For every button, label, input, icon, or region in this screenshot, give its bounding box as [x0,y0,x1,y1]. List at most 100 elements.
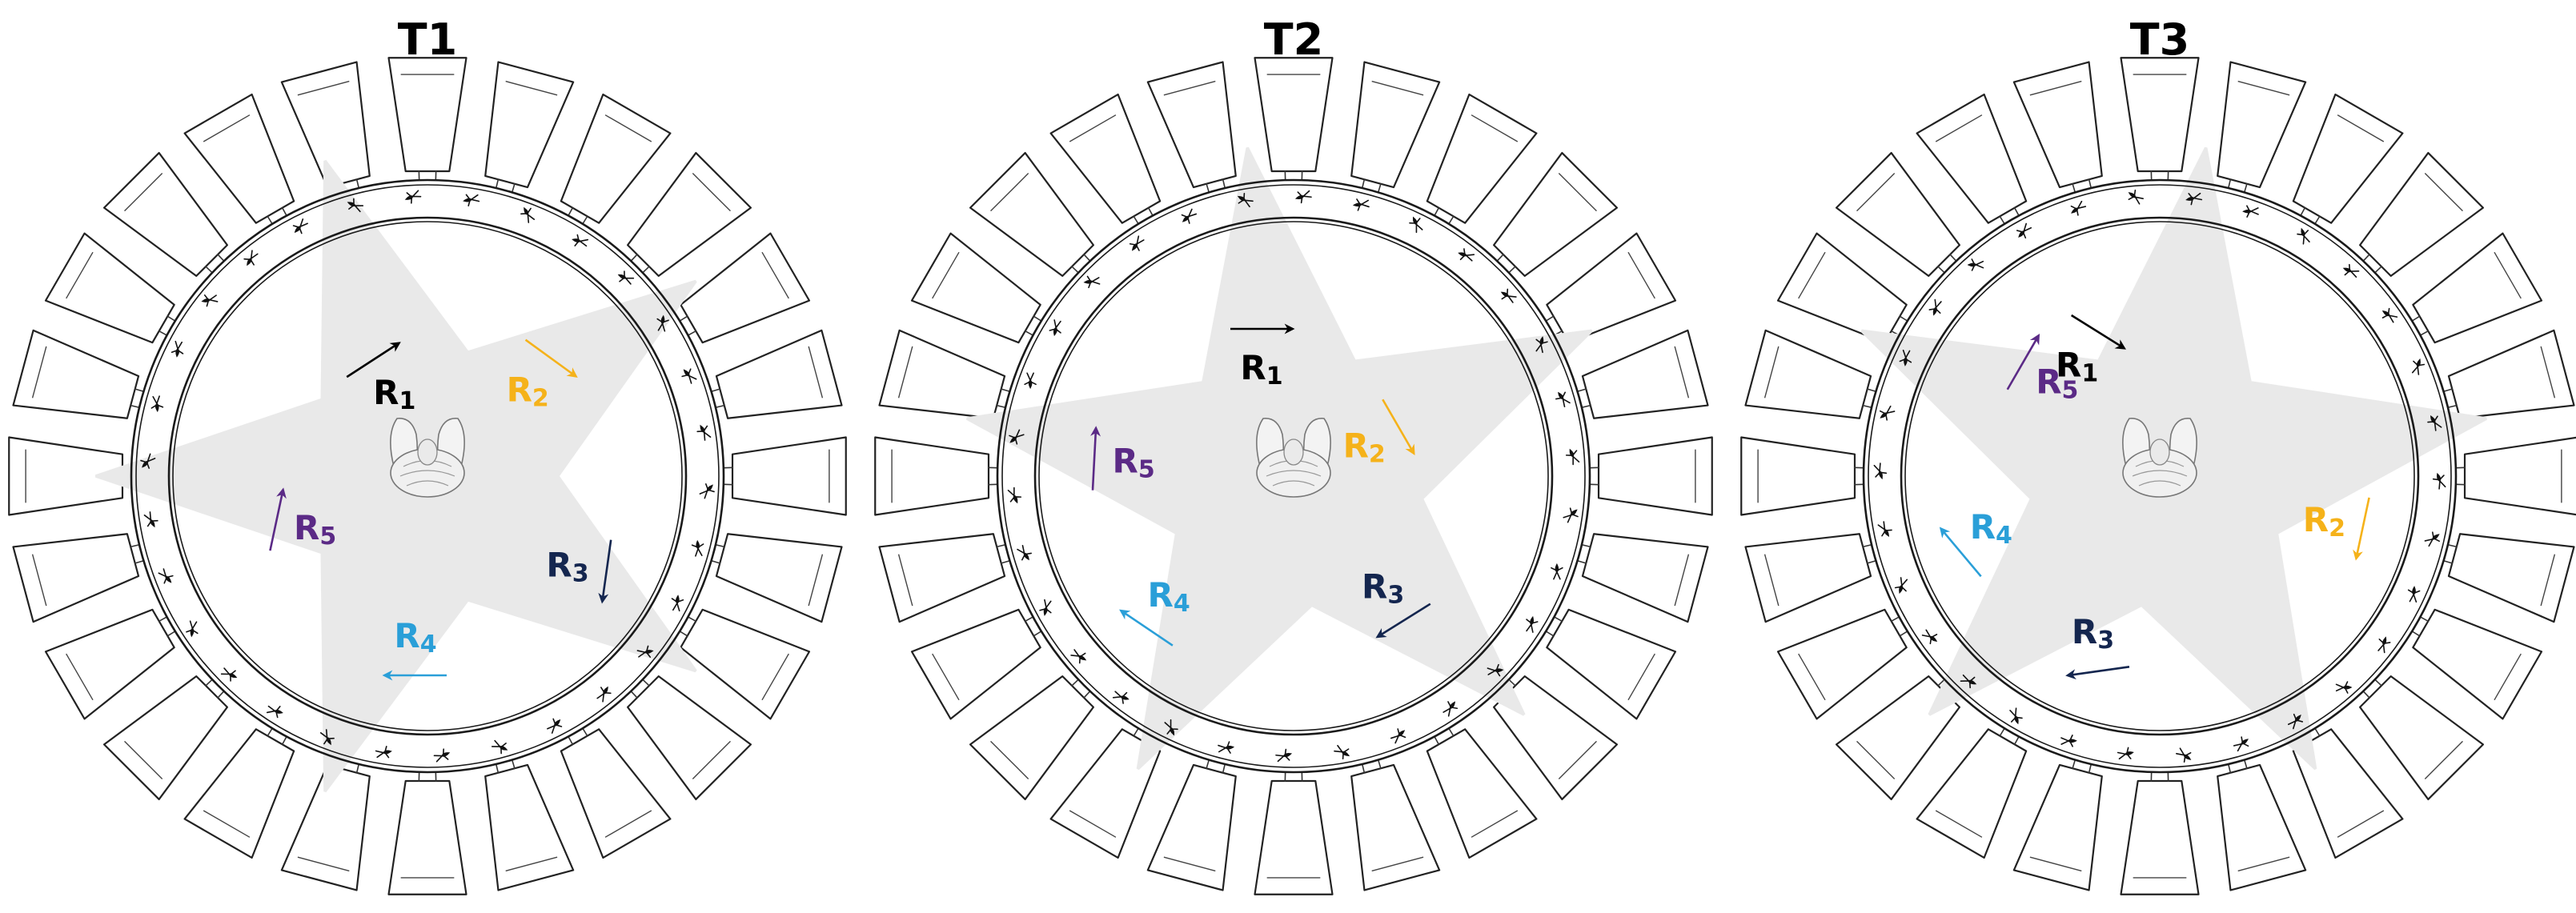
doorway [2088,178,2092,189]
zone-subscript: 3 [2097,627,2114,655]
chamber [1835,151,1960,277]
corridor-ring [996,178,1591,774]
chamber [1254,57,1334,173]
doorway [679,315,688,322]
central-object-icon [2122,418,2197,498]
doorway [1206,759,1210,770]
ring-circle [1033,216,1554,736]
doorway [130,543,140,548]
animal-icon [1551,563,1563,580]
chamber-facet [990,173,1029,212]
animal-icon [2128,189,2144,205]
doorway [715,404,725,409]
chamber-facet [124,740,163,779]
animal-icon [696,424,712,441]
animal-icon [150,395,164,413]
doorway [711,559,721,564]
zone-label: R4 [394,616,436,659]
chamber-facet [1856,173,1896,212]
chamber-facet [1627,653,1655,701]
chamber [680,608,811,720]
doorway [1554,616,1563,623]
doorway [495,763,500,774]
doorway [1361,178,1366,189]
animal-icon [2335,681,2353,694]
doorway [2227,178,2232,189]
animal-icon [1877,521,1892,538]
chamber-facet [203,114,251,142]
animal-icon [1458,248,1475,262]
doorway [134,388,144,393]
doorway [2374,265,2383,274]
zone-4: R4 [1939,507,2012,578]
zone-label: R5 [2036,362,2078,405]
animal-icon [1873,463,1888,480]
animal-icon [1500,288,1517,303]
ring-circle [1862,178,2458,774]
doorway [355,178,360,189]
chamber-facet [1371,856,1424,872]
animal-icon [596,686,612,703]
doorway [1448,215,1455,225]
ring-circle [996,178,1591,774]
doorway [1936,679,1945,687]
doorway [2447,543,2458,548]
doorway [1866,559,1876,564]
animal-icon [201,294,219,307]
chamber [44,232,175,344]
doorway [1377,759,1382,770]
doorway [1936,265,1945,274]
chamber-facet [808,554,824,607]
animal-icon [2016,222,2032,239]
doorway [281,736,287,746]
chamber [2463,436,2576,516]
doorway [1862,543,1872,548]
zone-subscript: 1 [1266,362,1283,390]
doorway [1899,315,1908,322]
doorway [2374,679,2383,687]
chamber-facet [990,740,1029,779]
animal-icon [1112,691,1130,704]
chamber [1916,93,2028,224]
animal-icon [158,568,174,584]
chamber [969,151,1094,277]
chamber-facet [604,810,652,838]
animal-icon [1921,629,1938,645]
chamber-facet [1763,346,1780,398]
ring-circle [1868,184,2452,768]
chamber [2359,151,2485,277]
chamber [2120,57,2200,173]
zone-label: R1 [373,373,415,415]
chamber [183,728,295,859]
zone-2: R2 [507,338,578,412]
animal-icon [2432,472,2446,490]
chamber-facet [2540,554,2556,607]
doorway [1581,404,1591,409]
zone-3: R3 [2065,612,2130,680]
chamber-facet [2029,856,2082,872]
doorway [281,206,287,216]
chamber [1581,329,1709,419]
chamber-facet [897,554,913,607]
doorway [1508,265,1517,274]
chamber-facet [604,114,652,142]
animal-icon [671,595,684,612]
chamber [183,93,295,224]
animal-icon [1352,198,1370,211]
zone-subscript: 4 [1174,590,1190,618]
animal-icon [2233,736,2249,752]
animal-icon [1960,674,1977,689]
doorway [1545,631,1555,637]
chamber [2447,329,2575,419]
animal-icon [681,368,697,384]
doorway [1070,679,1079,687]
doorway [1024,330,1033,336]
animal-icon [1563,507,1579,523]
animal-icon [572,234,589,247]
panel-title: T2 [1264,14,1323,65]
animal-icon [2411,358,2426,375]
animal-icon [1879,405,1896,421]
chamber-facet [932,653,960,701]
animal-icon [1294,190,1312,204]
